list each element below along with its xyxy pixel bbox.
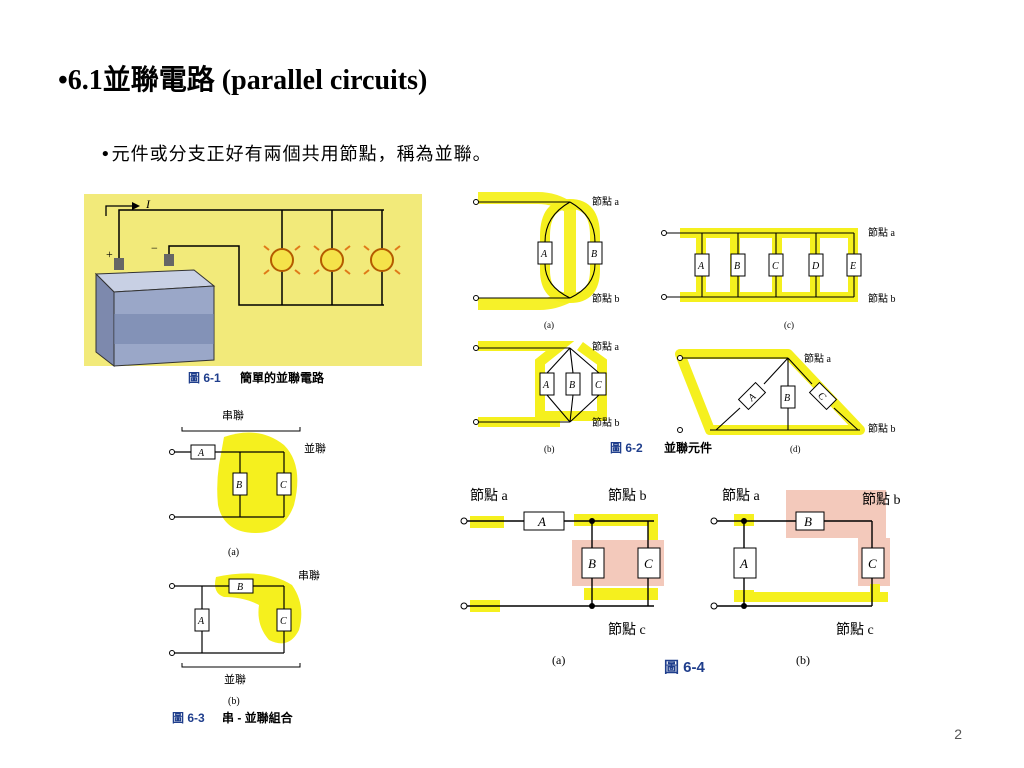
plus-label: + <box>106 247 113 261</box>
fig63b-elem-a: A <box>197 616 205 627</box>
bulb-icon <box>263 245 401 275</box>
figure-6-3: 串聯 並聯 A B C (a) 串聯 B A C 並聯 (b) 圖 6-3 串 … <box>169 409 326 725</box>
page-number: 2 <box>954 726 962 742</box>
fig62-sub-b: (b) <box>544 444 555 454</box>
fig62c-element-label: B <box>734 261 740 272</box>
fig62c-element-box <box>768 253 784 277</box>
fig64b-node-c: 節點 c <box>836 621 874 638</box>
fig64a-node-a: 節點 a <box>470 487 508 504</box>
fig64b-elem-b: B <box>804 514 812 529</box>
fig62c-element-label: E <box>849 261 856 272</box>
fig62c-element-box <box>694 253 710 277</box>
fig62b-node-a: 節點 a <box>592 340 620 353</box>
fig62a-elem-a: A <box>540 249 548 260</box>
fig62d-node-a: 節點 a <box>804 352 832 365</box>
fig64b-elem-c: C <box>868 556 877 571</box>
slide-title: •6.1並聯電路 (parallel circuits) <box>58 65 428 96</box>
fig63a-parallel-label: 並聯 <box>304 441 326 455</box>
fig63b-series-label: 串聯 <box>298 569 320 582</box>
fig62-sub-c: (c) <box>784 320 794 330</box>
fig62c-element-label: A <box>697 261 705 272</box>
fig63b-elem-b: B <box>237 582 243 593</box>
fig63-caption-num: 圖 6-3 <box>172 711 205 725</box>
fig64a-elem-c: C <box>644 556 653 571</box>
fig62-caption-num: 圖 6-2 <box>610 441 643 455</box>
current-label: I <box>145 197 151 211</box>
fig64b-elem-a: A <box>739 556 748 571</box>
fig62c-element-box <box>846 253 862 277</box>
fig62-sub-d: (d) <box>790 444 801 454</box>
figure-6-2: A B 節點 a 節點 b (a) A B C 節點 a 節點 b (b) 圖 … <box>473 192 896 455</box>
fig62-sub-a: (a) <box>544 320 554 330</box>
fig62c-node-b: 節點 b <box>868 292 896 305</box>
fig64-sub-b: (b) <box>796 653 810 667</box>
fig62b-node-b: 節點 b <box>592 416 620 429</box>
fig64b-node-a: 節點 a <box>722 487 760 504</box>
fig62d-node-b: 節點 b <box>868 422 896 435</box>
fig63a-elem-b: B <box>236 480 242 491</box>
fig61-caption-text: 簡單的並聯電路 <box>240 370 325 385</box>
fig62a-elem-b: B <box>591 249 597 260</box>
minus-label: − <box>151 241 158 255</box>
fig63-sub-a: (a) <box>228 547 239 558</box>
fig64-caption: 圖 6-4 <box>664 658 706 676</box>
fig64a-elem-b: B <box>588 556 596 571</box>
fig62a-node-b: 節點 b <box>592 292 620 305</box>
fig61-caption-num: 圖 6-1 <box>188 371 221 385</box>
fig62d-elem-b: B <box>784 393 790 404</box>
fig62a-node-a: 節點 a <box>592 195 620 208</box>
fig62b-elem-c: C <box>595 380 602 391</box>
fig64a-node-c: 節點 c <box>608 621 646 638</box>
fig62c-element-label: D <box>811 261 820 272</box>
fig63a-elem-a: A <box>197 448 205 459</box>
fig64b-node-b: 節點 b <box>862 491 901 508</box>
fig63b-parallel-label: 並聯 <box>224 672 246 686</box>
fig63a-series-label: 串聯 <box>222 409 244 422</box>
fig62c-element-box <box>808 253 824 277</box>
fig63a-elem-c: C <box>280 480 287 491</box>
figure-6-1: I + − 圖 6-1 簡單的並聯電路 <box>84 194 422 388</box>
fig64a-elem-a: A <box>537 514 546 529</box>
fig62-caption-text: 並聯元件 <box>664 440 712 455</box>
fig62b-elem-a: A <box>542 380 550 391</box>
fig62c-element-label: C <box>772 261 779 272</box>
fig62c-element-box <box>730 253 746 277</box>
fig62c-node-a: 節點 a <box>868 226 896 239</box>
figure-6-4: A B C 節點 a 節點 b 節點 c (a) 圖 6-4 B A C 節點 … <box>460 487 901 676</box>
fig64a-node-b: 節點 b <box>608 487 647 504</box>
fig63-sub-b: (b) <box>228 696 240 707</box>
definition-bullet: •元件或分支正好有兩個共用節點，稱為並聯。 <box>100 144 492 165</box>
fig62b-elem-b: B <box>569 380 575 391</box>
fig63b-elem-c: C <box>280 616 287 627</box>
fig64-sub-a: (a) <box>552 653 565 667</box>
fig63-caption-text: 串 - 並聯組合 <box>222 710 294 725</box>
